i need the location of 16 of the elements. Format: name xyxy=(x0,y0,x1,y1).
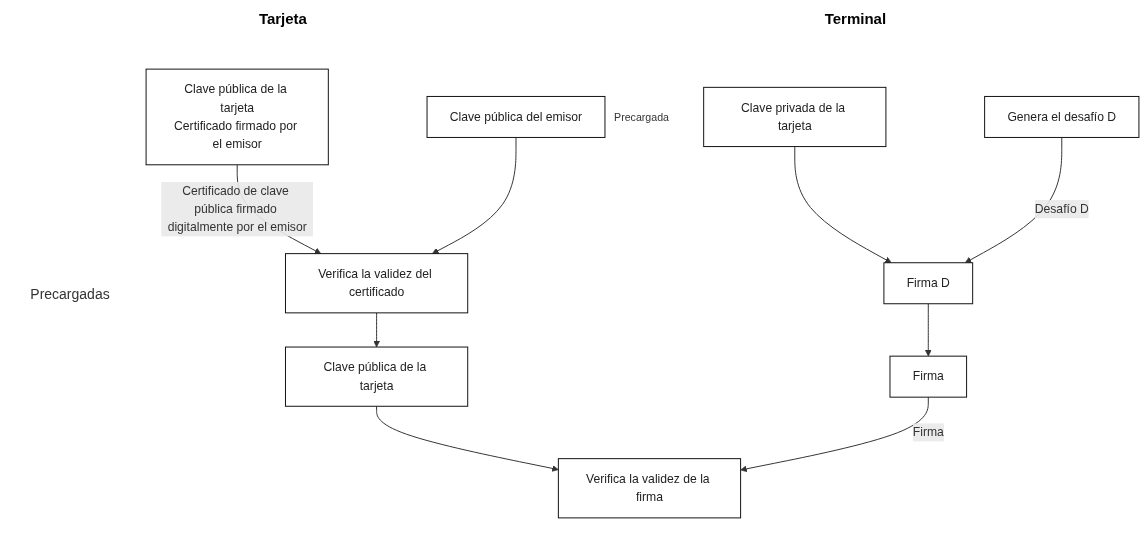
node-note: Precargada xyxy=(614,110,669,123)
edge-label: Firma xyxy=(912,425,944,439)
edge-label: Desafío D xyxy=(1034,202,1089,216)
column-heading: Tarjeta xyxy=(258,9,307,27)
node-box: Clave pública de la tarjeta xyxy=(284,346,469,407)
column-heading: Terminal xyxy=(824,9,887,27)
group-note: Precargadas xyxy=(30,285,110,302)
node-box: Firma D xyxy=(883,262,974,305)
node-box: Genera el desafío D xyxy=(984,95,1140,138)
node-box: Verifica la validez de la firma xyxy=(557,458,742,519)
node-box: Firma xyxy=(889,355,968,398)
edge-label: Certificado de clave pública firmado digitalmente por el emisor xyxy=(167,184,307,234)
node-box: Clave pública del emisor xyxy=(426,95,606,138)
node-box: Verifica la validez del certificado xyxy=(284,253,469,314)
node-box: Clave privada de la tarjeta xyxy=(703,86,887,148)
node-box: Clave pública de la tarjeta Certificado firmado por el emisor xyxy=(145,68,329,166)
